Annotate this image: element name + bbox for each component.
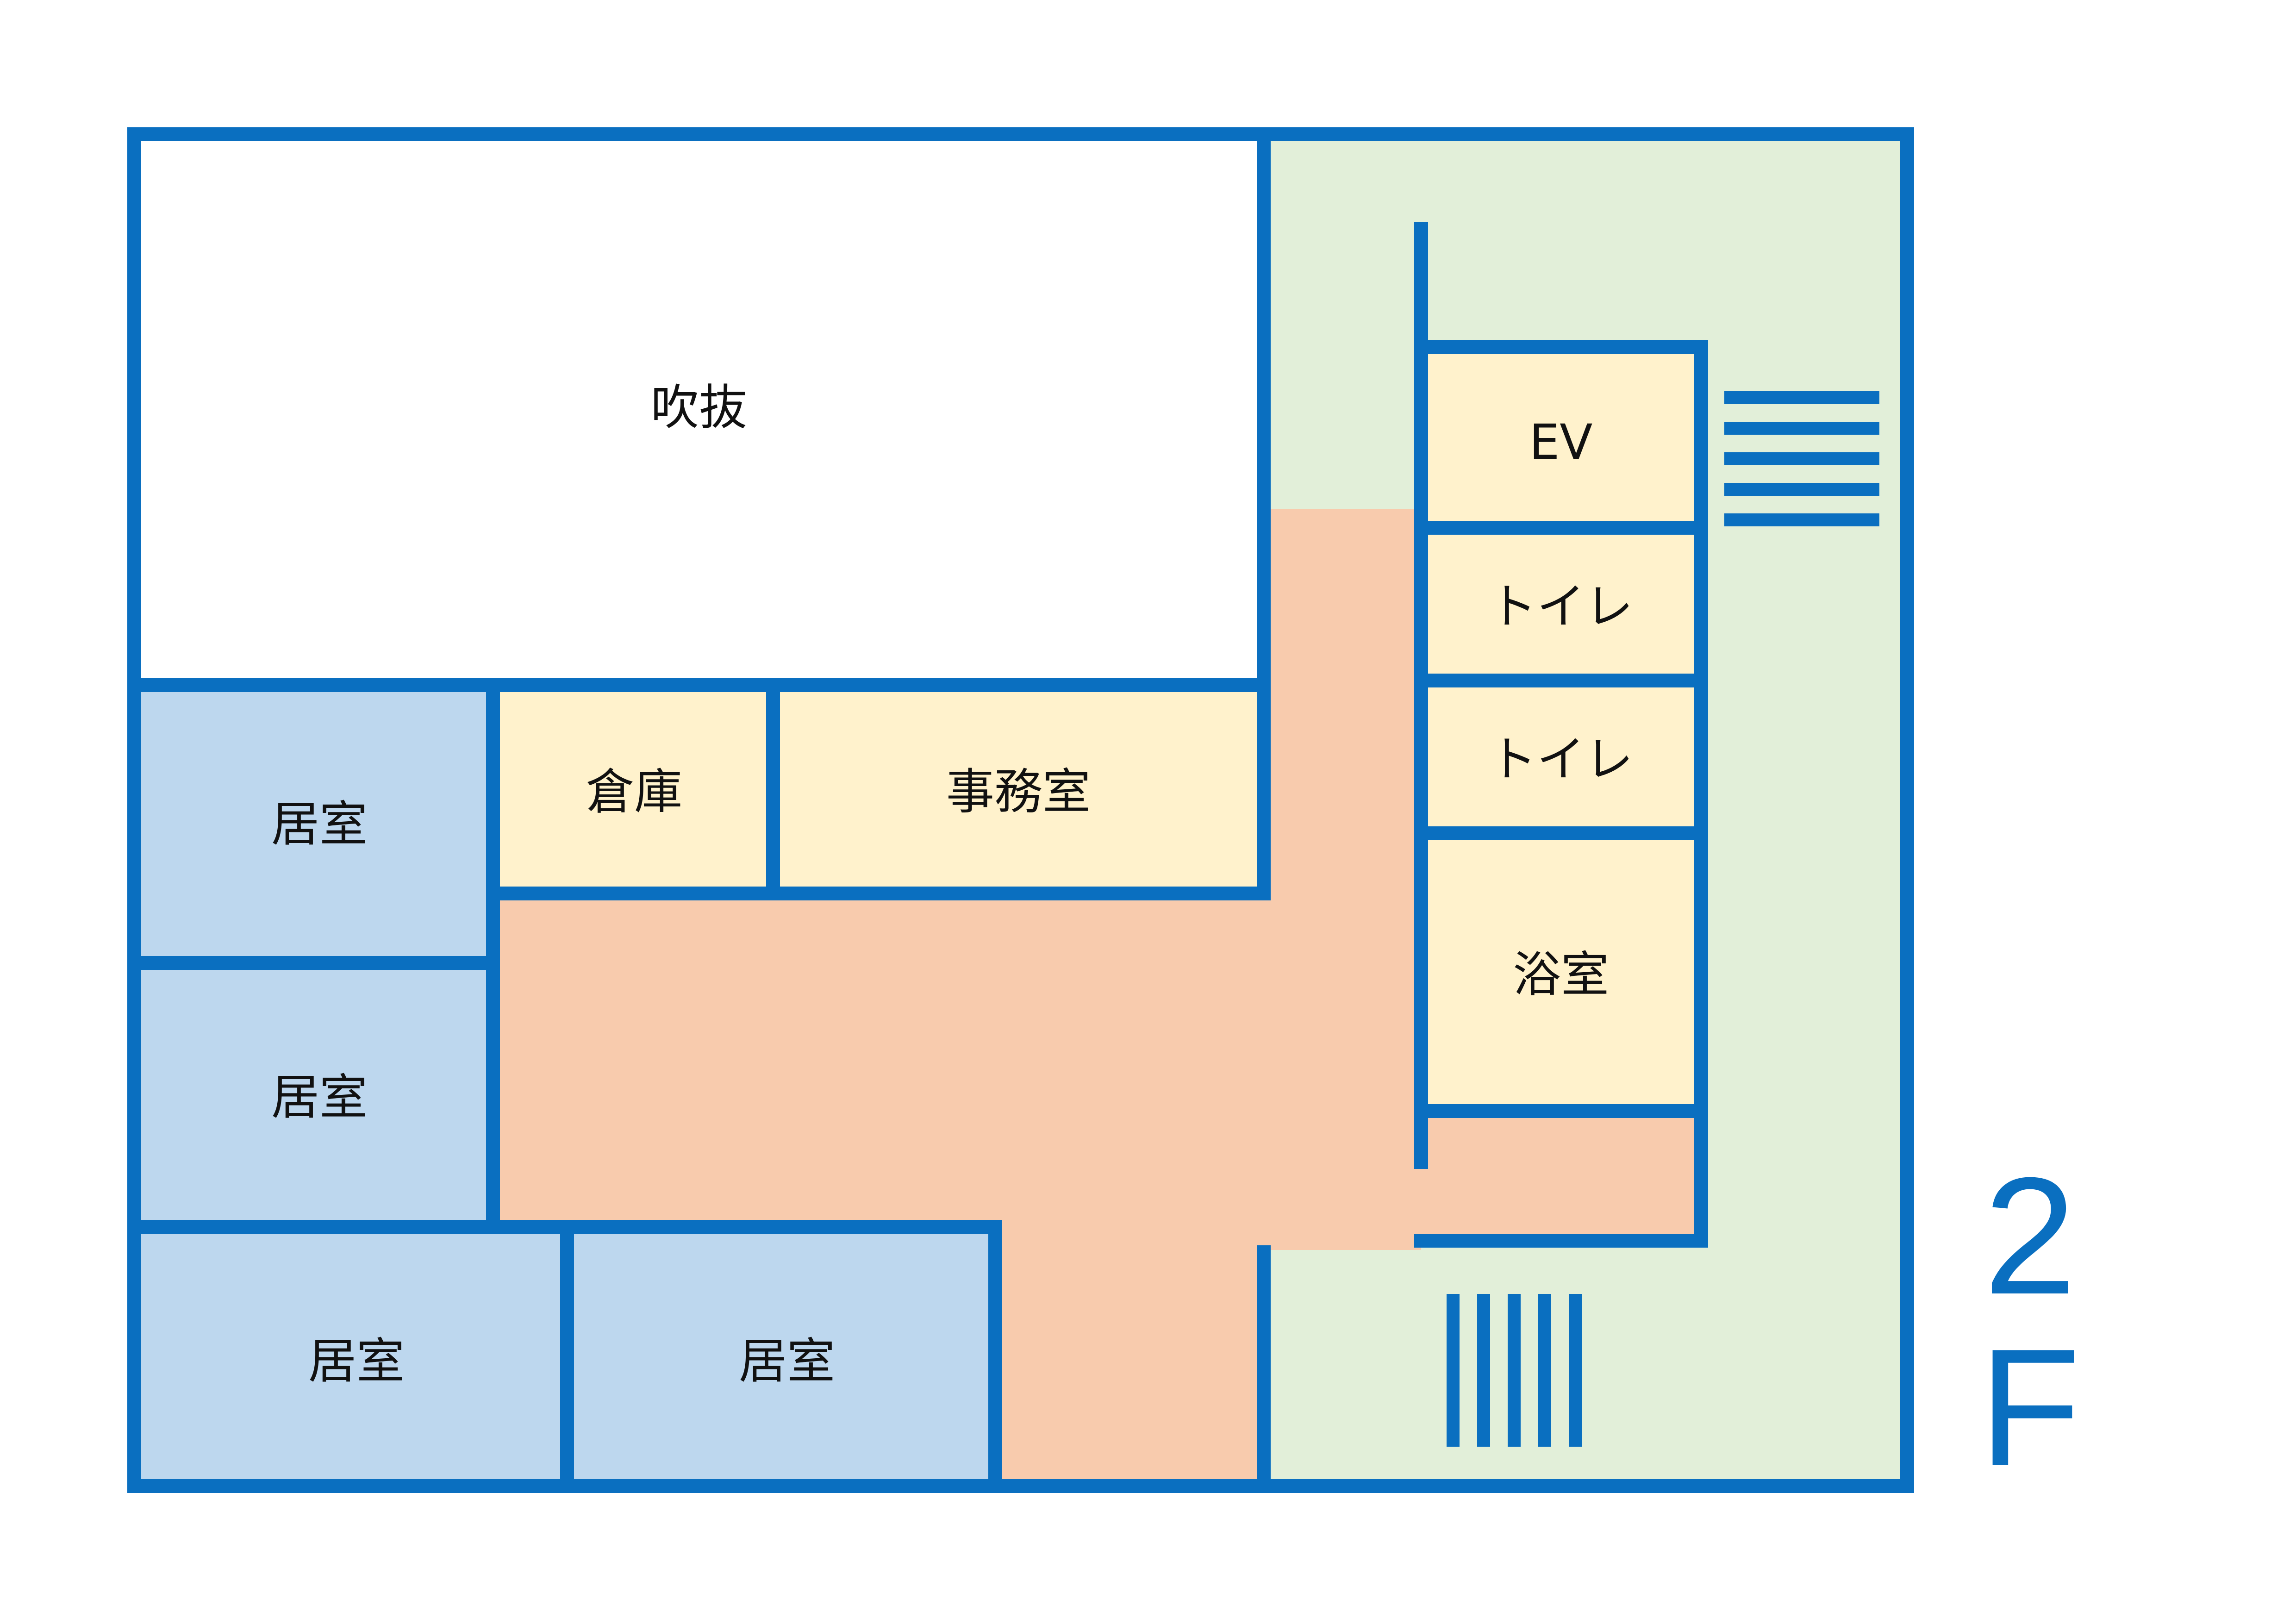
south-stairs-step: [1477, 1294, 1490, 1447]
south-stairs: [1447, 1294, 1582, 1447]
room-label-office: 事務室: [946, 763, 1091, 820]
north-stairs-step: [1724, 513, 1879, 526]
north-stairs-step: [1724, 483, 1879, 496]
living-1-area: [134, 685, 493, 963]
corridor-area-south: [995, 1227, 1264, 1486]
room-label-toilet-2: トイレ: [1489, 731, 1633, 787]
room-label-bath: 浴室: [1513, 946, 1609, 1003]
living-4-area: [567, 1227, 995, 1486]
walls: [127, 127, 1914, 1493]
south-stairs-step: [1569, 1294, 1582, 1447]
living-3-area: [134, 1227, 567, 1486]
room-label-living-1: 居室: [271, 796, 368, 852]
toilet-1-area: [1421, 528, 1701, 681]
room-label-living-2: 居室: [271, 1069, 368, 1125]
room-label-ev: EV: [1529, 414, 1593, 470]
north-stairs-step: [1724, 391, 1879, 404]
room-label-living-4: 居室: [739, 1333, 835, 1389]
room-labels: 吹抜 倉庫 事務室 EV トイレ トイレ 浴室 居室 居室 居室 居室: [271, 379, 1633, 1389]
bath-area: [1421, 833, 1701, 1111]
area-fills: [134, 134, 1907, 1486]
toilet-2-area: [1421, 681, 1701, 833]
room-label-living-3: 居室: [308, 1333, 405, 1389]
room-label-atrium: 吹抜: [651, 379, 747, 436]
corridor-area-horizontal: [493, 893, 1421, 1227]
ev-area: [1421, 347, 1701, 528]
south-stairs-step: [1447, 1294, 1460, 1447]
south-stairs-step: [1508, 1294, 1521, 1447]
atrium-area: [134, 134, 1264, 685]
floor-letter: F: [1979, 1314, 2081, 1500]
room-label-toilet-1: トイレ: [1489, 578, 1633, 635]
north-stairs: [1724, 391, 1879, 526]
corridor-area-bath-passage: [1421, 1111, 1701, 1245]
storage-area: [493, 685, 773, 893]
floor-number: 2: [1984, 1143, 2076, 1329]
office-area: [773, 685, 1264, 893]
outer-wall: [127, 127, 1914, 1493]
room-label-storage: 倉庫: [586, 763, 682, 820]
floor-indicator: 2 F: [1979, 1143, 2081, 1500]
living-2-area: [134, 963, 493, 1227]
north-stairs-step: [1724, 422, 1879, 435]
north-stairs-step: [1724, 452, 1879, 465]
south-stairs-step: [1538, 1294, 1551, 1447]
